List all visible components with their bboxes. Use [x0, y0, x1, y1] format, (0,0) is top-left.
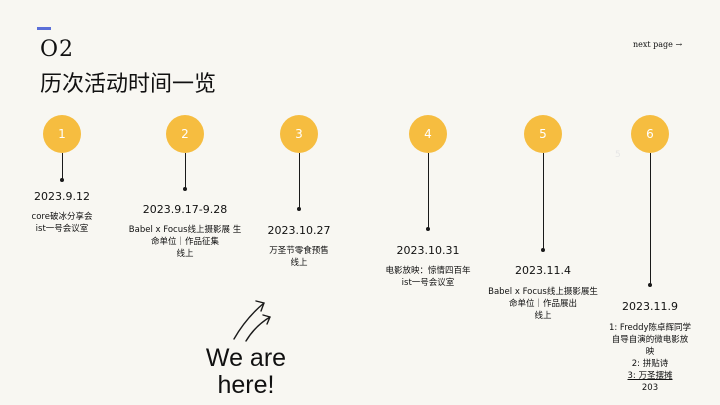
timeline-connector-6: [650, 153, 651, 285]
page-title: 历次活动时间一览: [40, 72, 217, 97]
timeline-connector-3: [299, 153, 300, 209]
event-desc-3: 万圣节零食预售 线上: [269, 246, 329, 268]
event-date-4: 2023.10.31: [396, 244, 460, 257]
timeline-dot-2: [183, 187, 187, 191]
timeline-connector-4: [428, 153, 429, 229]
event-desc-1: core破冰分享会 ist一号会议室: [31, 212, 93, 234]
timeline-connector-5: [543, 153, 544, 250]
timeline-connector-1: [62, 153, 63, 180]
timeline-node-4: 4: [409, 115, 447, 153]
event-desc-4: 电影放映：惊情四百年 ist一号会议室: [385, 266, 471, 288]
event-date-2: 2023.9.17-9.28: [142, 203, 228, 216]
we-are-here-label: We are here!: [205, 344, 287, 399]
timeline-node-6: 6: [631, 115, 669, 153]
event-desc-5: Babel x Focus线上摄影展生 命单位｜作品展出 线上: [488, 287, 598, 321]
timeline-dot-5: [541, 248, 545, 252]
timeline-node-5: 5: [524, 115, 562, 153]
next-page-link[interactable]: next page →: [633, 40, 683, 49]
timeline-node-1: 1: [43, 115, 81, 153]
event-date-3: 2023.10.27: [267, 224, 331, 237]
timeline-node-3: 3: [280, 115, 318, 153]
timeline-dot-3: [297, 207, 301, 211]
accent-bar: [37, 27, 51, 30]
timeline-dot-4: [426, 227, 430, 231]
stray-mark: 5: [615, 150, 621, 160]
timeline-node-2: 2: [166, 115, 204, 153]
event-date-5: 2023.11.4: [515, 264, 571, 277]
event-desc-6: 1: Freddy陈卓辉同学 自导自演的微电影放 映 2: 拼贴诗 3: 万圣摆…: [608, 323, 692, 393]
event-date-6: 2023.11.9: [622, 300, 678, 313]
timeline-connector-2: [185, 153, 186, 189]
section-number: O2: [40, 37, 75, 62]
hand-drawn-arrows-icon: [233, 300, 271, 342]
event-date-1: 2023.9.12: [34, 190, 90, 203]
timeline-dot-1: [60, 178, 64, 182]
event-desc-2: Babel x Focus线上摄影展 生 命单位｜作品征集 线上: [128, 225, 242, 259]
timeline-dot-6: [648, 283, 652, 287]
